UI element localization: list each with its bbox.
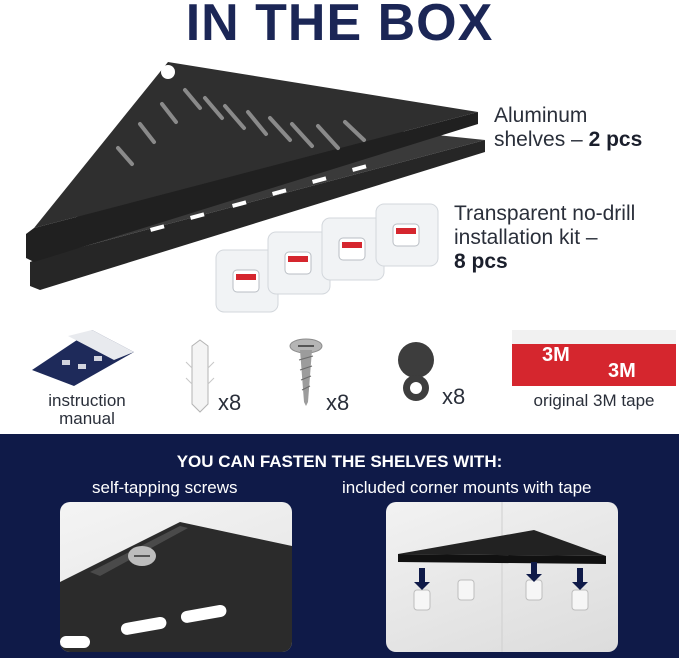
shelves-qty: 2 pcs	[588, 128, 643, 151]
fasten-option-screws: self-tapping screws	[92, 478, 238, 497]
manual-label-line2: manual	[59, 409, 115, 428]
kit-qty: 8 pcs	[454, 250, 635, 274]
shelf-with-mounts-image	[398, 502, 606, 652]
kit-qty-bold: 8 pcs	[454, 250, 508, 273]
screw-fastening-photo	[60, 502, 292, 652]
anchor-qty: x8	[218, 390, 242, 415]
cap-qty: x8	[442, 384, 466, 409]
screw-icon	[289, 338, 323, 406]
tape-image: 3M 3M	[512, 330, 676, 386]
no-drill-hooks-image	[215, 203, 439, 313]
manual-label: instruction manual	[30, 392, 144, 428]
kit-label-line2: installation kit –	[454, 226, 598, 249]
tape-brand-1: 3M	[542, 344, 570, 366]
wall-anchor-icon	[185, 339, 215, 413]
screw-cap-icon	[398, 342, 434, 401]
corner-mount-photo	[386, 502, 618, 652]
manual-image	[32, 330, 134, 386]
kit-label-line1: Transparent no-drill	[454, 202, 636, 225]
kit-label: Transparent no-drill installation kit – …	[454, 202, 635, 274]
shelves-label-line2: shelves – 2 pcs	[494, 128, 642, 152]
tape-brand-2: 3M	[608, 360, 636, 382]
fasten-option-mounts: included corner mounts with tape	[342, 478, 592, 497]
fasten-heading: YOU CAN FASTEN THE SHELVES WITH:	[176, 452, 503, 471]
manual-label-line1: instruction	[48, 391, 126, 410]
shelves-label-prefix: shelves –	[494, 128, 589, 151]
shelves-label-line1: Aluminum	[494, 104, 588, 127]
shelf-screw-closeup-image	[60, 522, 292, 652]
screw-qty: x8	[326, 390, 350, 415]
tape-label: original 3M tape	[533, 391, 655, 410]
shelves-label: Aluminum shelves – 2 pcs	[494, 104, 642, 152]
fasten-panel: YOU CAN FASTEN THE SHELVES WITH: self-ta…	[0, 434, 679, 658]
page-title: IN THE BOX	[185, 0, 494, 52]
aluminum-shelves-image	[26, 62, 485, 290]
